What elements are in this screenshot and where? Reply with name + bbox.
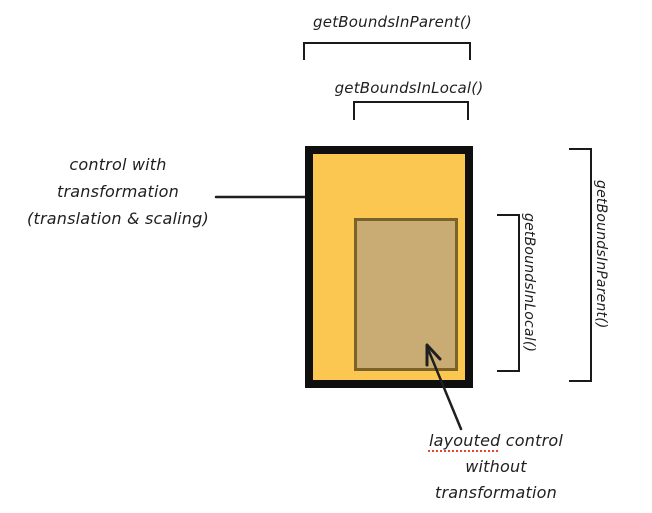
- annotation-line-rest: control: [500, 431, 564, 450]
- bounds-in-parent-top-label: getBoundsInParent(): [313, 13, 472, 31]
- arrow-up-left-icon: [425, 343, 463, 431]
- annotation-line: (translation & scaling): [27, 209, 209, 228]
- annotation-line: control with: [69, 155, 167, 174]
- bounds-in-parent-top-bracket: [303, 42, 471, 60]
- bounds-in-local-top-bracket: [353, 101, 469, 120]
- annotation-line: transformation: [57, 182, 179, 201]
- annotation-line: without: [465, 457, 527, 476]
- bounds-in-parent-right-bracket: [569, 148, 592, 382]
- annotation-line: layouted control: [399, 428, 593, 454]
- layouted-control-annotation: layouted control without transformation: [399, 428, 593, 506]
- bounds-in-local-right-label: getBoundsInLocal(): [521, 213, 537, 353]
- misspelled-word: layouted: [428, 431, 501, 450]
- layouted-control-rect: [354, 218, 458, 371]
- bounds-in-local-right-bracket: [497, 214, 520, 372]
- bounds-in-parent-right-label: getBoundsInParent(): [593, 180, 609, 329]
- transformed-control-annotation: control with transformation (translation…: [2, 151, 234, 232]
- annotation-line: transformation: [435, 483, 557, 502]
- bounds-in-local-top-label: getBoundsInLocal(): [334, 79, 484, 97]
